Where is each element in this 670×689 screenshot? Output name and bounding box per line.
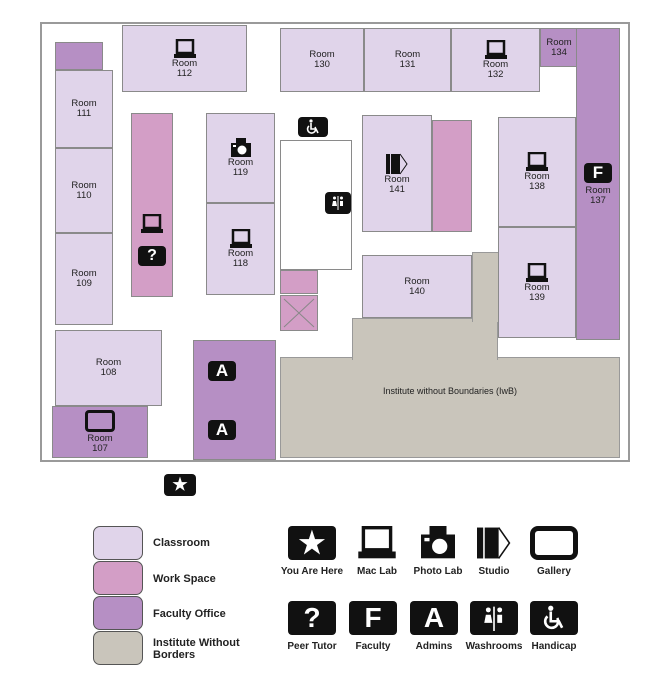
camera-icon bbox=[414, 526, 462, 560]
legend-label: Studio bbox=[478, 566, 510, 577]
laptop-icon bbox=[353, 526, 401, 560]
room-108[interactable]: Room 108 bbox=[55, 330, 162, 406]
legend-label: Faculty Office bbox=[153, 608, 226, 620]
legend-handicap: Handicap bbox=[514, 601, 594, 652]
room-label: Room 119 bbox=[227, 157, 254, 178]
room-label: Room 118 bbox=[227, 248, 254, 269]
room-label: Room 137 bbox=[585, 184, 611, 206]
room-label: Room 110 bbox=[71, 179, 97, 201]
studio-icon bbox=[386, 153, 408, 174]
work-space[interactable]: ? bbox=[131, 113, 173, 297]
laptop-icon bbox=[141, 214, 163, 233]
legend-gallery: Gallery bbox=[514, 526, 594, 577]
work-space-rooms bbox=[432, 120, 472, 232]
legend-label: Mac Lab bbox=[356, 566, 397, 577]
star-icon: ★ bbox=[288, 526, 336, 560]
legend-label: Institute Without Borders bbox=[153, 637, 240, 661]
room-132[interactable]: Room 132 bbox=[451, 28, 540, 92]
work-space-swatch bbox=[93, 561, 143, 595]
iwb-label: Institute without Boundaries (IwB) bbox=[382, 386, 518, 396]
question-icon: ? bbox=[138, 246, 166, 266]
legend-label: Admins bbox=[415, 641, 453, 652]
legend-label: Handicap bbox=[531, 641, 577, 652]
legend-label: Photo Lab bbox=[413, 566, 463, 577]
room-label: Room 112 bbox=[171, 57, 198, 79]
room-118[interactable]: Room 118 bbox=[206, 203, 275, 295]
legend-you-are-here: ★ You Are Here bbox=[272, 526, 352, 577]
handicap-icon bbox=[298, 117, 328, 137]
legend-admins: A Admins bbox=[394, 601, 474, 652]
legend-label: Classroom bbox=[153, 537, 210, 549]
iwb-extension bbox=[352, 318, 498, 360]
laptop-icon bbox=[229, 229, 252, 248]
faculty-office-small bbox=[55, 42, 103, 70]
laptop-icon bbox=[526, 262, 548, 282]
room-112[interactable]: Room 112 bbox=[122, 25, 247, 92]
legend-faculty: F Faculty bbox=[333, 601, 413, 652]
legend-label: ? bbox=[288, 601, 336, 635]
classroom-swatch bbox=[93, 526, 143, 560]
gallery-icon bbox=[530, 526, 578, 560]
iwb-swatch bbox=[93, 631, 143, 665]
legend-label: A bbox=[410, 601, 458, 635]
legend-studio: Studio bbox=[454, 526, 534, 577]
room-label: Room 108 bbox=[95, 357, 122, 378]
room-111[interactable]: Room 111 bbox=[55, 70, 113, 148]
iwb-extension bbox=[472, 252, 500, 322]
room-137[interactable]: F Room 137 bbox=[576, 28, 620, 340]
room-119[interactable]: Room 119 bbox=[206, 113, 275, 203]
room-139[interactable]: Room 139 bbox=[498, 227, 576, 338]
room-130[interactable]: Room 130 bbox=[280, 28, 364, 92]
handicap-icon bbox=[530, 601, 578, 635]
room-label: Room 107 bbox=[87, 433, 113, 454]
legend-label: You Are Here bbox=[280, 566, 344, 577]
elevator[interactable] bbox=[280, 295, 318, 331]
room-label: Room 134 bbox=[546, 36, 572, 58]
room-label: Room 139 bbox=[524, 281, 550, 303]
room-label: Room 141 bbox=[384, 173, 410, 195]
room-110[interactable]: Room 110 bbox=[55, 148, 113, 233]
you-are-here-star-icon: ★ bbox=[164, 474, 196, 496]
laptop-icon bbox=[484, 40, 507, 59]
room-131[interactable]: Room 131 bbox=[364, 28, 451, 92]
room-label: Room 132 bbox=[482, 59, 509, 80]
legend-peer-tutor: ? Peer Tutor bbox=[272, 601, 352, 652]
legend-mac-lab: Mac Lab bbox=[337, 526, 417, 577]
studio-icon bbox=[470, 526, 518, 560]
washroom-icon bbox=[470, 601, 518, 635]
room-109[interactable]: Room 109 bbox=[55, 233, 113, 325]
legend-label: Peer Tutor bbox=[287, 641, 337, 652]
legend-label: Gallery bbox=[537, 566, 571, 577]
room-label: Room 131 bbox=[394, 49, 421, 70]
admin-offices[interactable]: A A bbox=[193, 340, 276, 460]
legend-label: Washrooms bbox=[465, 641, 523, 652]
legend-label: F bbox=[349, 601, 397, 635]
camera-icon bbox=[230, 138, 251, 157]
work-space-small bbox=[280, 270, 318, 294]
room-label: Room 111 bbox=[71, 98, 97, 119]
admin-icon: A bbox=[208, 419, 236, 440]
washroom-icon bbox=[325, 192, 351, 214]
room-label: Room 138 bbox=[524, 171, 550, 192]
legend-label: Work Space bbox=[153, 573, 216, 585]
faculty-icon: F bbox=[584, 162, 612, 183]
legend-washrooms: Washrooms bbox=[454, 601, 534, 652]
room-140[interactable]: Room 140 bbox=[362, 255, 472, 318]
laptop-icon bbox=[526, 152, 548, 171]
room-label: Room 140 bbox=[404, 275, 430, 297]
legend-photo-lab: Photo Lab bbox=[398, 526, 478, 577]
admin-icon: A bbox=[208, 360, 236, 381]
legend-label: Faculty bbox=[355, 641, 391, 652]
room-label: Room 109 bbox=[71, 268, 97, 289]
gallery-icon bbox=[85, 410, 115, 432]
institute-without-boundaries[interactable]: Institute without Boundaries (IwB) bbox=[280, 357, 620, 458]
room-label: Room 130 bbox=[309, 49, 335, 70]
room-134[interactable]: Room 134 bbox=[540, 28, 578, 67]
room-107[interactable]: Room 107 bbox=[52, 406, 148, 458]
laptop-icon bbox=[173, 38, 196, 58]
room-138[interactable]: Room 138 bbox=[498, 117, 576, 227]
room-141[interactable]: Room 141 bbox=[362, 115, 432, 232]
faculty-office-swatch bbox=[93, 596, 143, 630]
